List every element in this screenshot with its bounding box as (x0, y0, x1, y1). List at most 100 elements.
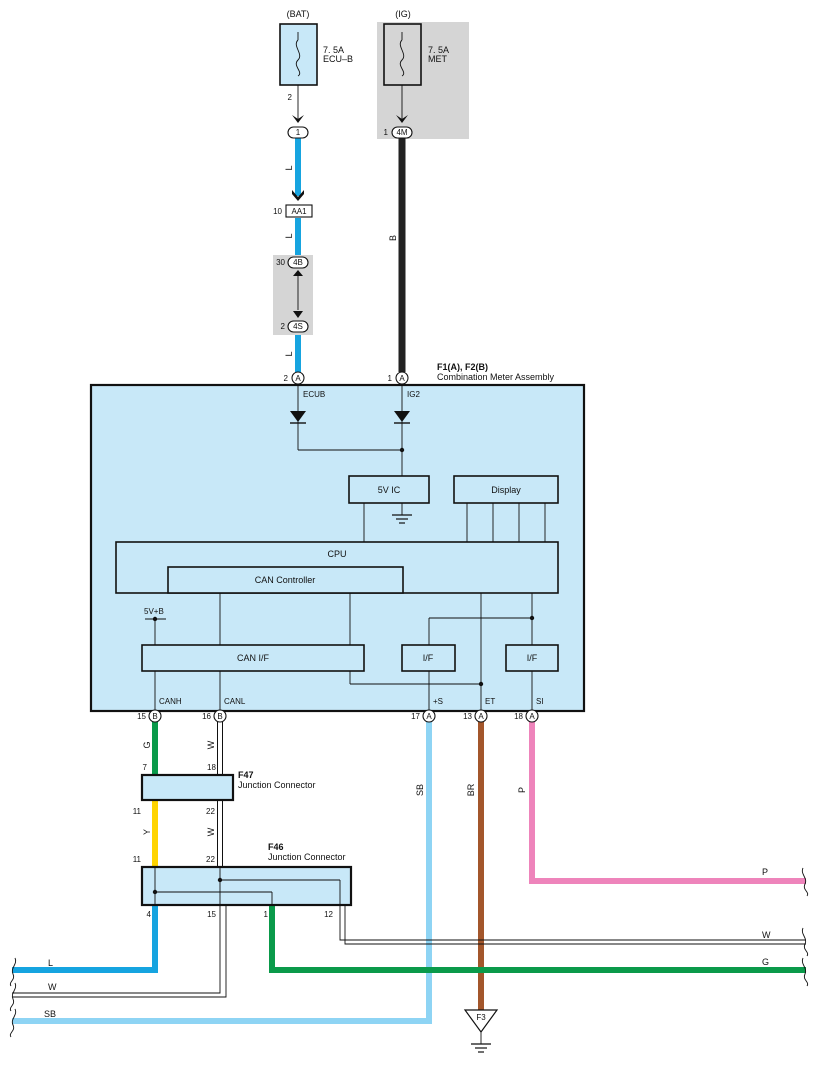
svg-text:ECUB: ECUB (303, 390, 325, 399)
junction-f46: F46 Junction Connector 11 22 4 15 1 12 (133, 842, 353, 919)
svg-text:A: A (478, 712, 484, 721)
fuse-met: (IG) 7. 5A MET (383, 9, 449, 86)
svg-text:B: B (217, 712, 222, 721)
pin-et: A 13 (463, 709, 488, 723)
svg-text:IG2: IG2 (407, 390, 420, 399)
svg-text:15: 15 (137, 712, 146, 721)
wires (12, 138, 806, 1024)
svg-text:1: 1 (388, 374, 393, 383)
double-arrow-down-icon (292, 190, 304, 201)
offpage-label-l: L (48, 958, 53, 968)
svg-text:AA1: AA1 (291, 207, 307, 216)
pin-canl: B 16 (202, 709, 227, 723)
fuse-ecu-b: (BAT) 7. 5A ECU–B 2 (279, 9, 353, 102)
junction-f47: 7 18 11 22 F47 Junction Connector (133, 763, 316, 816)
svg-text:1: 1 (384, 128, 389, 137)
offpage-label-g: G (762, 957, 769, 967)
block-if-1: I/F (423, 653, 434, 663)
fuse-bat-pin: 2 (288, 93, 293, 102)
svg-text:ET: ET (485, 697, 495, 706)
f46-id: F46 (268, 842, 284, 852)
svg-text:A: A (295, 374, 301, 383)
block-can-controller: CAN Controller (255, 575, 316, 585)
svg-text:22: 22 (206, 807, 215, 816)
break-right-icon (801, 867, 809, 987)
pin-ecub: A 2 ECUB (284, 371, 325, 399)
ground-f3: F3 (463, 1009, 499, 1053)
block-display: Display (491, 485, 521, 495)
meter-id: F1(A), F2(B) (437, 362, 488, 372)
svg-text:B: B (152, 712, 157, 721)
fuse-bat-name: ECU–B (323, 54, 353, 64)
svg-text:4: 4 (147, 910, 152, 919)
pin-plus-s: A 17 (411, 709, 436, 723)
wire-label-l3: L (284, 351, 294, 356)
svg-text:2: 2 (284, 374, 289, 383)
block-can-if: CAN I/F (237, 653, 270, 663)
break-left-icon (9, 957, 17, 1038)
supply-5v-b: 5V+B (144, 607, 164, 616)
connector-aa1: AA1 10 (273, 190, 313, 218)
fuse-ig-supply: (IG) (395, 9, 411, 19)
svg-text:18: 18 (207, 763, 216, 772)
svg-text:CANH: CANH (159, 697, 182, 706)
connector-4s: 4S 2 (281, 311, 309, 333)
pin-canh: B 15 (137, 709, 162, 723)
wire-label-w2: W (206, 827, 216, 836)
svg-text:17: 17 (411, 712, 420, 721)
f46-title: Junction Connector (268, 852, 346, 862)
pin-si: A 18 (514, 709, 539, 723)
fuse-ig-name: MET (428, 54, 448, 64)
svg-text:4S: 4S (293, 322, 303, 331)
svg-text:A: A (529, 712, 535, 721)
svg-text:4M: 4M (396, 128, 407, 137)
offpage-label-sb: SB (44, 1009, 56, 1019)
wire-label-p: P (517, 787, 527, 793)
svg-text:A: A (399, 374, 405, 383)
ground-icon (392, 514, 412, 524)
f47-id: F47 (238, 770, 254, 780)
ground-icon (471, 1043, 491, 1053)
pin-ig2: A 1 IG2 (388, 371, 420, 399)
meter-title: Combination Meter Assembly (437, 372, 555, 382)
offpage-label-w-right: W (762, 930, 771, 940)
arrow-down-icon (396, 115, 408, 123)
svg-text:12: 12 (324, 910, 333, 919)
svg-text:18: 18 (514, 712, 523, 721)
wire-label-br: BR (466, 783, 476, 796)
wire-label-b: B (388, 235, 398, 241)
block-if-2: I/F (527, 653, 538, 663)
wire-label-l2: L (284, 233, 294, 238)
fuse-bat-rating: 7. 5A (323, 45, 344, 55)
fuse-ig-rating: 7. 5A (428, 45, 449, 55)
svg-text:SI: SI (536, 697, 544, 706)
fuse-bat-supply: (BAT) (287, 9, 310, 19)
diode-icon (394, 411, 410, 422)
svg-text:7: 7 (143, 763, 148, 772)
svg-text:1: 1 (264, 910, 269, 919)
connector-4b: 4B 30 (276, 256, 309, 310)
svg-text:13: 13 (463, 712, 472, 721)
svg-text:+S: +S (433, 697, 443, 706)
svg-text:F3: F3 (476, 1013, 486, 1022)
svg-text:10: 10 (273, 207, 282, 216)
svg-text:2: 2 (281, 322, 286, 331)
wire-label-l1: L (284, 165, 294, 170)
offpage-label-p: P (762, 867, 768, 877)
svg-text:15: 15 (207, 910, 216, 919)
svg-text:CANL: CANL (224, 697, 246, 706)
svg-text:30: 30 (276, 258, 285, 267)
svg-text:4B: 4B (293, 258, 303, 267)
connector-1: 1 (287, 126, 309, 139)
f47-title: Junction Connector (238, 780, 316, 790)
connector-4m: 4M 1 (384, 126, 413, 139)
svg-text:11: 11 (133, 855, 142, 864)
offpage-label-w-left: W (48, 982, 57, 992)
svg-text:11: 11 (133, 807, 142, 816)
wire-label-y: Y (142, 829, 152, 835)
ig-shade (377, 22, 469, 139)
svg-text:22: 22 (206, 855, 215, 864)
svg-text:A: A (426, 712, 432, 721)
block-5v-ic: 5V IC (378, 485, 401, 495)
